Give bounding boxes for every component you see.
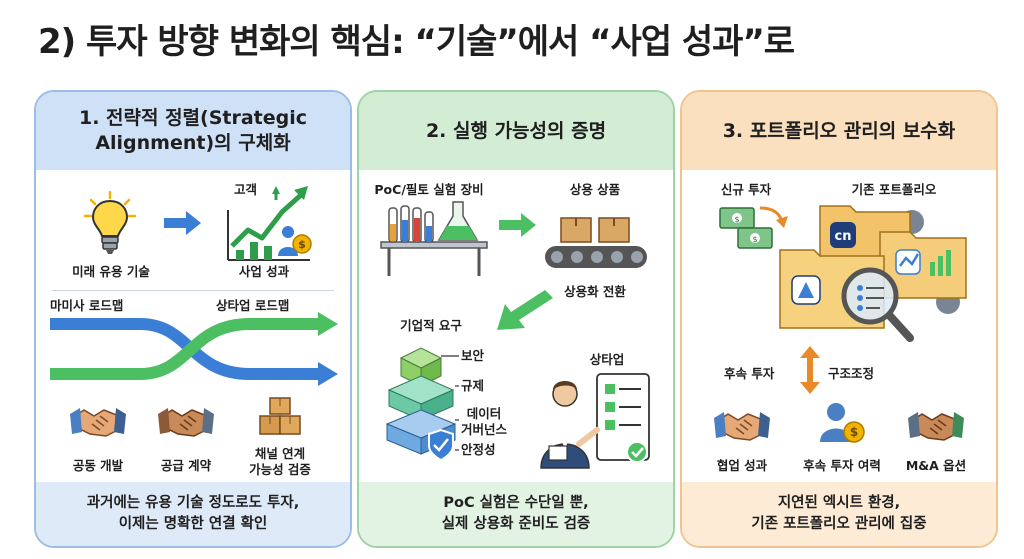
svg-text:$: $ — [850, 425, 858, 439]
lab-equipment-icon — [379, 201, 489, 278]
label-existing-portfolio: 기존 포트폴리오 — [851, 182, 937, 197]
stacked-blocks-icon — [381, 338, 511, 470]
label-mamisa-roadmap: 마미사 로드맵 — [50, 298, 124, 313]
label-future-tech: 미래 유용 기술 — [72, 264, 150, 279]
arrow-down-left-icon — [497, 288, 553, 332]
panel-footer-line2: 이제는 명확한 연결 확인 — [118, 516, 268, 532]
arrow-right-icon — [499, 212, 537, 238]
conveyor-belt-icon — [543, 216, 649, 276]
panel-footer: 지연된 엑시트 환경, 기존 포트폴리오 관리에 집중 — [682, 482, 996, 546]
panel-heading: 1. 전략적 정렬(Strategic Alignment)의 구체화 — [36, 92, 350, 170]
growth-chart-icon: $ — [222, 180, 312, 266]
boxes-icon — [258, 396, 302, 442]
cn-logo: cn — [835, 229, 852, 244]
panel-footer: 과거에는 유용 기술 정도로도 투자, 이제는 명확한 연결 확인 — [36, 482, 350, 546]
label-startup: 상타업 — [589, 352, 625, 367]
presenter-checklist-icon — [535, 370, 655, 470]
label-data-governance-line1: 데이터 — [466, 406, 502, 421]
panel-portfolio-conservatism: 3. 포트폴리오 관리의 보수화 신규 투자 $ $ 기존 포트폴리오 cn — [680, 90, 998, 548]
label-data-governance: 데이터 거버넌스 — [461, 406, 507, 438]
label-mna-option: M&A 옵션 — [905, 458, 967, 473]
svg-text:$: $ — [752, 235, 757, 244]
label-collab-result: 협업 성과 — [716, 458, 768, 473]
label-commercial-product: 상용 상품 — [569, 182, 621, 197]
label-stability: 안정성 — [461, 442, 496, 457]
label-security: 보안 — [461, 348, 485, 363]
panel-heading-line1: 1. 전략적 정렬(Strategic — [78, 107, 308, 129]
label-commercialization: 상용화 전환 — [564, 284, 626, 299]
portfolio-folders-icon: cn — [779, 202, 980, 342]
arrow-up-down-icon — [800, 346, 820, 394]
panel-strategic-alignment: 1. 전략적 정렬(Strategic Alignment)의 구체화 미래 유… — [34, 90, 352, 548]
panel-footer-line2: 실제 상용화 준비도 검증 — [441, 516, 591, 532]
panel-execution-feasibility: 2. 실행 가능성의 증명 PoC/필토 실험 장비 상용 상품 상용화 전 — [357, 90, 675, 548]
panel-heading-line2: Alignment)의 구체화 — [95, 132, 291, 154]
lightbulb-icon — [83, 190, 137, 256]
label-poc-equipment: PoC/필토 실험 장비 — [374, 182, 484, 197]
panel-footer-line1: 지연된 엑시트 환경, — [777, 495, 901, 511]
panel-footer: PoC 실험은 수단일 뿐, 실제 상용화 준비도 검증 — [359, 482, 673, 546]
label-enterprise-requirements: 기업적 요구 — [400, 318, 462, 333]
panel-footer-line1: 과거에는 유용 기술 정도로도 투자, — [86, 495, 300, 511]
panel-heading: 2. 실행 가능성의 증명 — [359, 92, 673, 170]
label-new-investment: 신규 투자 — [720, 182, 772, 197]
label-channel-line2: 가능성 검증 — [249, 462, 311, 477]
label-channel: 채널 연계 가능성 검증 — [249, 446, 311, 478]
handshake-icon — [908, 408, 964, 444]
panel-heading: 3. 포트폴리오 관리의 보수화 — [682, 92, 996, 170]
label-follow-on-capacity: 후속 투자 여력 — [803, 458, 881, 473]
label-regulation: 규제 — [461, 378, 485, 393]
label-startup-roadmap: 상타업 로드맵 — [216, 298, 290, 313]
cash-icon: $ $ — [718, 204, 792, 250]
panel-footer-line1: PoC 실험은 수단일 뿐, — [443, 495, 589, 511]
svg-text:$: $ — [734, 215, 739, 224]
panel-footer-line2: 기존 포트폴리오 관리에 집중 — [751, 516, 927, 532]
label-business-result: 사업 성과 — [238, 264, 290, 279]
label-supply-contract: 공급 계약 — [160, 458, 212, 473]
arrow-right-icon — [164, 210, 202, 236]
svg-text:$: $ — [298, 238, 306, 251]
divider — [52, 290, 334, 291]
label-co-development: 공동 개발 — [72, 458, 124, 473]
page-title: 2) 투자 방향 변화의 핵심: “기술”에서 “사업 성과”로 — [38, 22, 795, 62]
label-restructuring: 구조조정 — [828, 366, 875, 381]
label-channel-line1: 채널 연계 — [254, 446, 306, 461]
label-customer: 고객 — [234, 182, 258, 197]
roadmap-crossing-arrows-icon — [50, 312, 340, 386]
handshake-icon — [714, 408, 770, 444]
handshake-icon — [158, 404, 214, 440]
handshake-icon — [70, 404, 126, 440]
investor-icon: $ — [818, 402, 866, 444]
label-follow-on: 후속 투자 — [724, 366, 775, 381]
label-data-governance-line2: 거버넌스 — [461, 422, 508, 437]
